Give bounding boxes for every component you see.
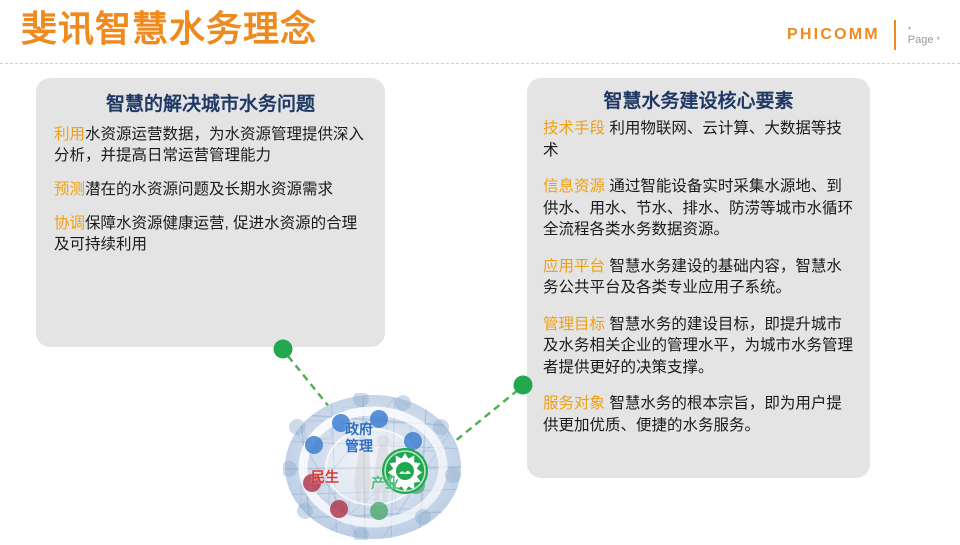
right-item-0-text: 利用物联网、云计算、大数据等技术 — [543, 120, 842, 159]
globe-graphic — [281, 391, 461, 543]
phicomm-logo: PHICOMM — [787, 26, 880, 43]
right-item-0-keyword: 技术手段 — [543, 120, 606, 137]
slide-header: 斐讯智慧水务理念 PHICOMM * Page * — [0, 0, 960, 64]
right-panel: 智慧水务建设核心要素 技术手段 利用物联网、云计算、大数据等技术 信息资源 通过… — [527, 78, 870, 478]
page-label: Page — [907, 33, 934, 46]
left-panel: 智慧的解决城市水务问题 利用水资源运营数据，为水资源管理提供深入分析，并提高日常… — [36, 78, 385, 347]
right-item-1-text: 通过智能设备实时采集水源地、到供水、用水、节水、排水、防涝等城市水循环全流程各类… — [543, 178, 854, 238]
left-panel-item-2: 协调保障水资源健康运营, 促进水资源的合理及可持续利用 — [54, 213, 367, 255]
gear-icon — [382, 448, 428, 494]
right-item-2-keyword: 应用平台 — [543, 257, 606, 275]
left-panel-heading: 智慧的解决城市水务问题 — [105, 94, 315, 115]
left-item-1-text: 潜在的水资源问题及长期水资源需求 — [85, 181, 334, 198]
page-title: 斐讯智慧水务理念 — [21, 8, 318, 49]
left-item-2-keyword: 协调 — [54, 215, 86, 232]
page-number-block: * Page * — [908, 19, 940, 51]
diagram-label-industry: 产业 — [371, 475, 399, 491]
right-item-1-keyword: 信息资源 — [543, 178, 606, 195]
right-panel-item-1: 信息资源 通过智能设备实时采集水源地、到供水、用水、节水、排水、防涝等城市水循环… — [543, 176, 854, 241]
globe-ring-band — [298, 406, 448, 528]
left-item-0-text: 水资源运营数据，为水资源管理提供深入分析，并提高日常运营管理能力 — [54, 126, 365, 164]
right-panel-item-2: 应用平台 智慧水务建设的基础内容，智慧水务公共平台及各类专业应用子系统。 — [543, 256, 854, 299]
diagram-label-government-line2: 管理 — [345, 438, 373, 454]
right-panel-heading: 智慧水务建设核心要素 — [603, 91, 794, 112]
page-star-top-icon: * — [907, 24, 912, 35]
diagram-label-government: 政府 管理 — [345, 421, 373, 455]
right-item-4-text: 智慧水务的根本宗旨，即为用户提供更加优质、便捷的水务服务。 — [543, 395, 842, 434]
left-panel-item-0: 利用水资源运营数据，为水资源管理提供深入分析，并提高日常运营管理能力 — [54, 124, 367, 166]
page-number-row: Page * — [907, 33, 940, 46]
right-item-3-text: 智慧水务的建设目标，即提升城市及水务相关企业的管理水平，为城市水务管理者提供更好… — [543, 315, 854, 376]
globe-outer-disc — [285, 395, 461, 539]
header-divider — [0, 63, 960, 64]
right-panel-item-3: 管理目标 智慧水务的建设目标，即提升城市及水务相关企业的管理水平，为城市水务管理… — [543, 314, 854, 379]
right-item-4-keyword: 服务对象 — [543, 395, 606, 412]
diagram-label-livelihood: 民生 — [311, 469, 339, 485]
smart-city-globe-diagram: 政府 管理 民生 产业 — [281, 391, 463, 543]
diagram-label-government-line1: 政府 — [345, 421, 373, 437]
left-panel-item-1: 预测潜在的水资源问题及长期水资源需求 — [54, 179, 367, 200]
right-item-3-keyword: 管理目标 — [543, 315, 606, 333]
page-star-right-icon: * — [936, 34, 940, 45]
right-item-2-text: 智慧水务建设的基础内容，智慧水务公共平台及各类专业应用子系统。 — [543, 257, 842, 297]
left-item-1-keyword: 预测 — [54, 181, 86, 198]
right-panel-item-0: 技术手段 利用物联网、云计算、大数据等技术 — [543, 118, 854, 161]
outer-ring-icons — [281, 391, 461, 543]
right-panel-item-4: 服务对象 智慧水务的根本宗旨，即为用户提供更加优质、便捷的水务服务。 — [543, 393, 854, 436]
left-item-0-keyword: 利用 — [54, 126, 86, 143]
brand-block: PHICOMM * Page * — [787, 18, 940, 52]
brand-divider — [893, 20, 896, 50]
left-item-2-text: 保障水资源健康运营, 促进水资源的合理及可持续利用 — [54, 215, 358, 253]
